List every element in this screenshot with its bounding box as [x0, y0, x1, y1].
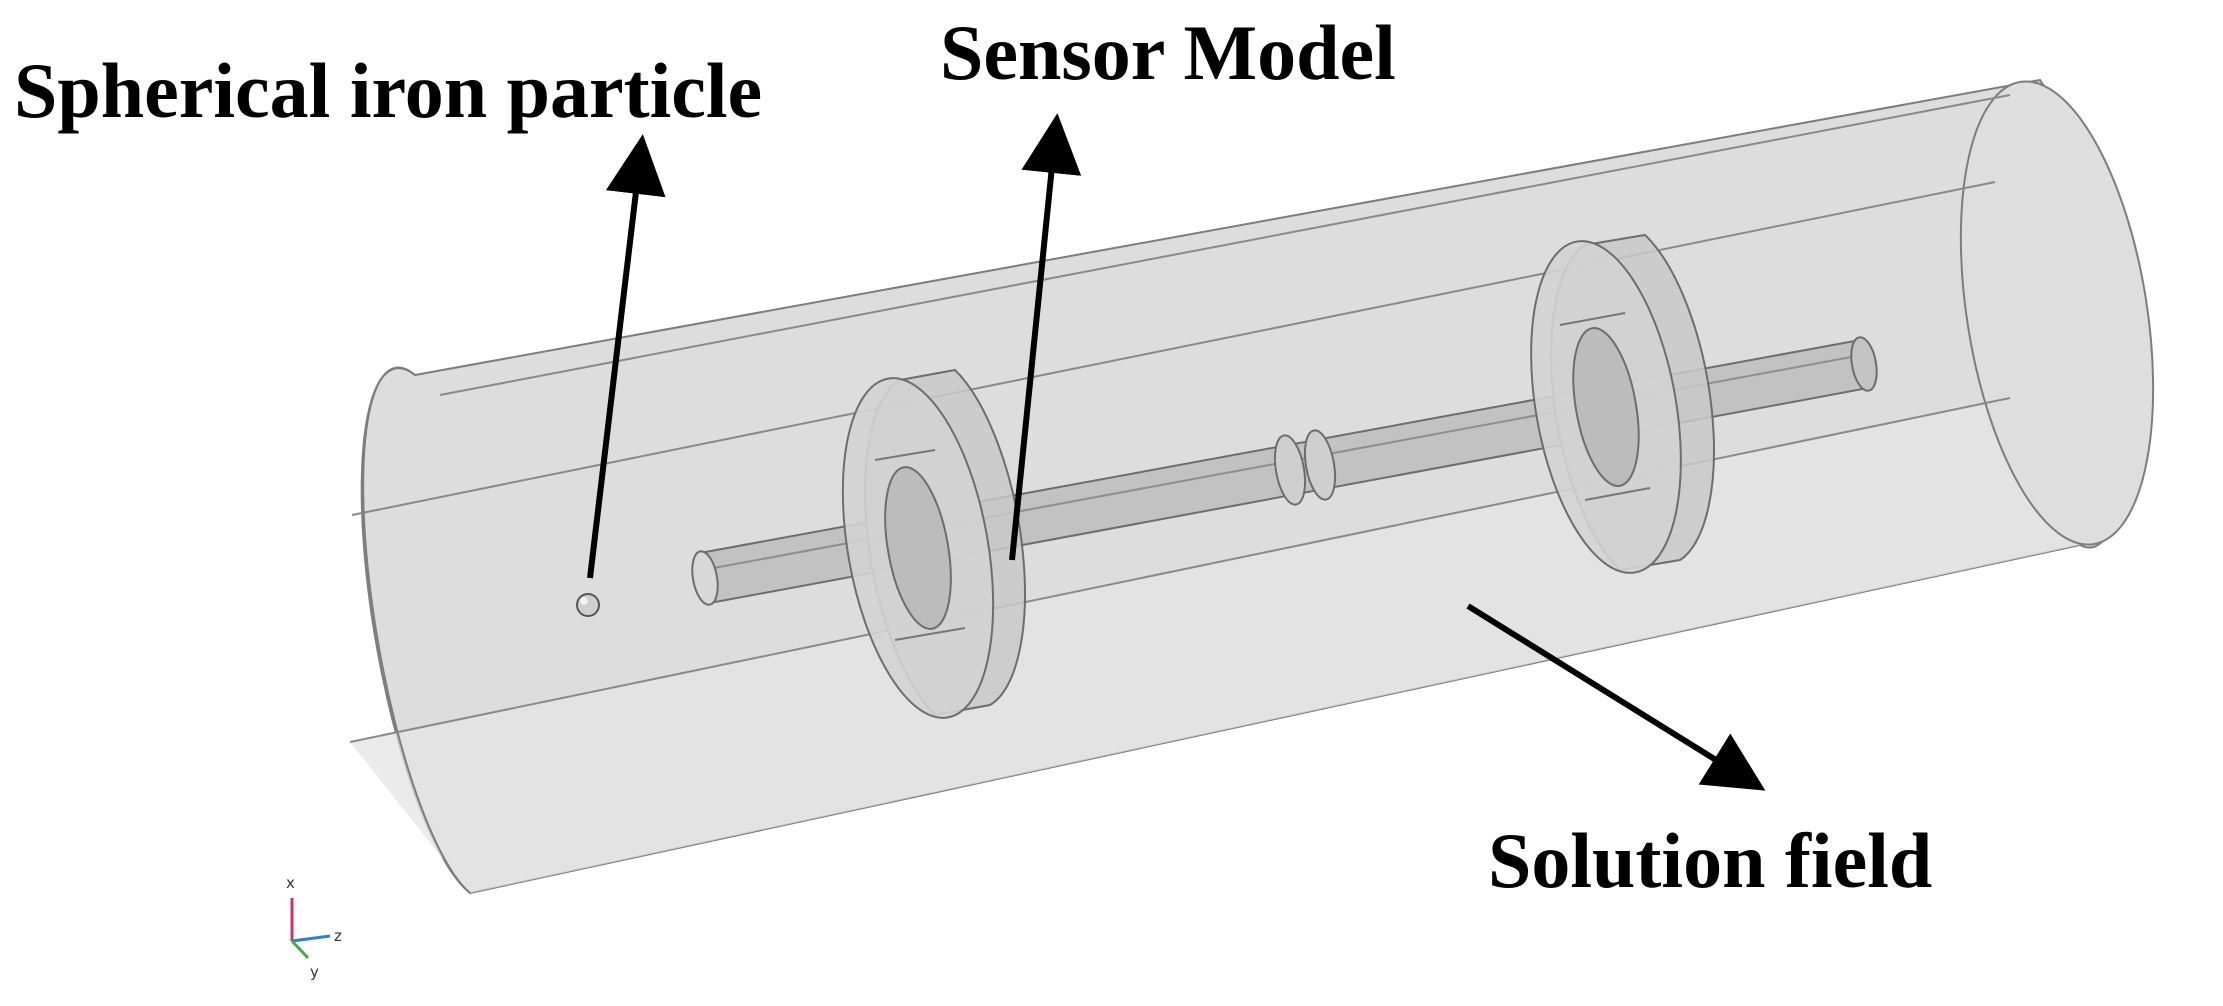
left-coil-segment-line: [894, 627, 966, 641]
z-axis-label: z: [334, 927, 342, 945]
right-coil-bore: [1572, 327, 1640, 487]
sensor-rod-end: [1850, 336, 1878, 392]
z-axis-line: [291, 934, 331, 943]
y-axis-label: y: [310, 963, 319, 981]
solution-label: Solution field: [1488, 817, 1933, 904]
solution-arrow: [1466, 603, 1766, 791]
cylinder-edge-line: [439, 94, 2011, 396]
particle-arrow: [587, 134, 666, 579]
iron-particle-sphere: [576, 593, 600, 617]
cylinder-edge-line: [351, 181, 1996, 516]
cylinder-end-cap: [1959, 80, 2155, 546]
sensor-right-coil: [1530, 233, 1715, 574]
sensor-model: [691, 233, 1878, 719]
left-coil-bore: [884, 466, 952, 630]
sensor-gap-ring: [1303, 429, 1337, 501]
cylinder-near-rim: [362, 366, 471, 894]
left-coil-segment-line: [874, 449, 936, 461]
particle-label: Spherical iron particle: [14, 47, 763, 134]
sensor-rod-end: [691, 550, 719, 606]
x-axis-label: x: [286, 874, 295, 892]
sensor-arrow: [1009, 113, 1082, 561]
sensor-label: Sensor Model: [940, 9, 1396, 96]
y-axis-line: [290, 939, 310, 960]
sensor-left-coil: [841, 368, 1026, 719]
right-coil-segment-line: [1584, 487, 1651, 501]
cylinder-edge-line: [349, 397, 2011, 743]
iron-particle-highlight: [580, 597, 588, 605]
iron-particle: [576, 593, 600, 617]
axis-triad: x z y: [286, 874, 342, 981]
right-coil-segment-line: [1559, 312, 1626, 326]
sensor-gap-ring: [1273, 434, 1307, 506]
